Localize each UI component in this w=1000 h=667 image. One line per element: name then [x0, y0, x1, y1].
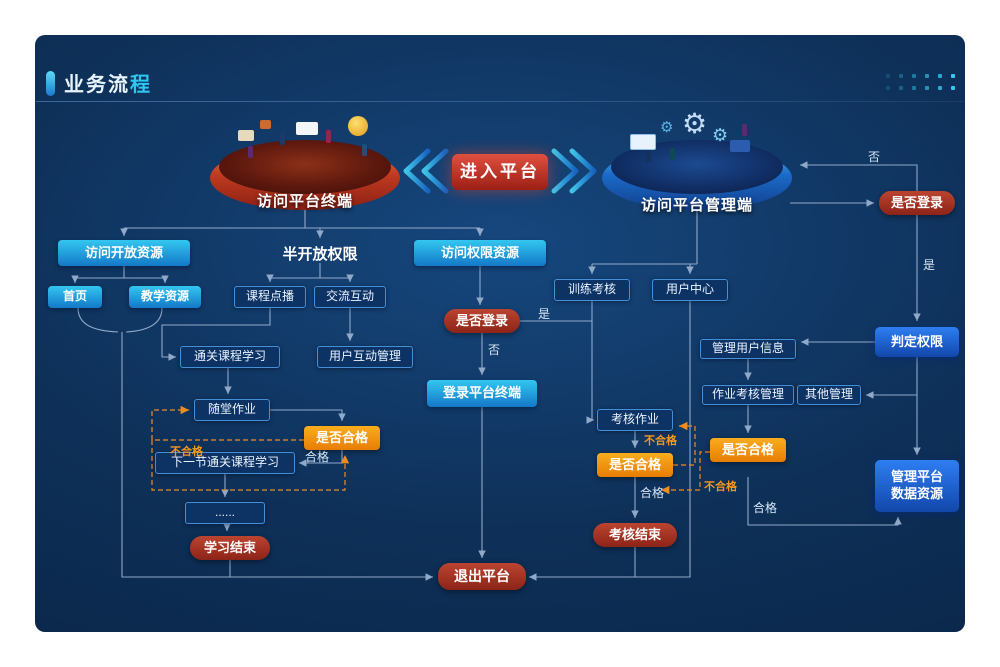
management-platform-label: 访问平台管理端 [640, 197, 753, 214]
gear-icon: ⚙ [712, 125, 729, 145]
decor-dot [938, 74, 942, 78]
coin-icon [348, 116, 368, 136]
node-login-check: 是否登录 [444, 309, 520, 333]
node-study-end: 学习结束 [190, 536, 270, 560]
node-exam-homework: 考核作业 [597, 409, 673, 431]
node-user-interaction-mgmt: 用户互动管理 [317, 346, 413, 368]
person-figure [248, 146, 253, 158]
node-exit-platform: 退出平台 [438, 563, 526, 590]
node-course-vod: 课程点播 [234, 286, 306, 308]
edge-label-no: 否 [868, 150, 881, 164]
edge-label-yes: 是 [923, 258, 936, 272]
page-title-main: 业务流 [64, 74, 130, 96]
decor-dot [925, 86, 929, 90]
edge-label-pass: 合格 [753, 501, 778, 515]
gear-icon: ⚙ [682, 108, 708, 139]
decor-dot [951, 86, 955, 90]
decor-dot [886, 74, 890, 78]
edge-label-fail: 不合格 [170, 446, 203, 458]
person-figure [670, 148, 675, 160]
decor-dot [912, 74, 916, 78]
node-teaching-resources: 教学资源 [129, 286, 201, 308]
edge-label-fail: 不合格 [644, 435, 677, 447]
node-interaction: 交流互动 [314, 286, 386, 308]
crate-icon [238, 130, 254, 141]
node-user-info-mgmt: 管理用户信息 [700, 339, 796, 359]
person-figure [742, 124, 747, 136]
node-user-center: 用户中心 [652, 279, 728, 301]
person-figure [280, 132, 285, 145]
node-open-resources: 访问开放资源 [58, 240, 190, 266]
edge-label-yes: 是 [538, 307, 551, 321]
whiteboard-icon [296, 122, 318, 135]
edge-label-pass: 合格 [305, 450, 330, 464]
decor-dot [925, 74, 929, 78]
node-homework-assessment-mgmt: 作业考核管理 [702, 385, 794, 405]
node-login-check-admin: 是否登录 [879, 191, 955, 215]
decor-dot [899, 86, 903, 90]
node-qualified-check-3: 是否合格 [710, 438, 786, 462]
node-next-course: 下一节通关课程学习 [155, 452, 295, 474]
panel-background [35, 35, 965, 632]
node-homework: 随堂作业 [194, 399, 270, 421]
title-bullet-icon [46, 71, 55, 96]
node-exam-end: 考核结束 [593, 523, 677, 547]
node-training-assessment: 训练考核 [554, 279, 630, 301]
person-figure [326, 130, 331, 143]
panel-icon [730, 140, 750, 152]
screen-icon [630, 134, 656, 150]
decor-dot [886, 86, 890, 90]
edge-label-pass: 合格 [640, 486, 665, 500]
node-semi-open-permission: 半开放权限 [282, 246, 358, 263]
node-other-mgmt: 其他管理 [797, 385, 861, 405]
node-permission-resources: 访问权限资源 [414, 240, 546, 266]
node-qualified-check-1: 是否合格 [304, 426, 380, 450]
decor-dot [951, 74, 955, 78]
node-home: 首页 [48, 286, 102, 308]
terminal-platform-illustration: 访问平台终端 [210, 116, 400, 222]
decor-dot [899, 74, 903, 78]
person-figure [646, 150, 651, 162]
crate-icon [260, 120, 271, 129]
person-figure [362, 144, 367, 156]
node-judge-permission: 判定权限 [875, 327, 959, 357]
page-title-accent: 程 [130, 74, 152, 96]
page-title: 业务流程 [64, 68, 152, 97]
node-qualified-check-2: 是否合格 [597, 453, 673, 477]
terminal-platform-label: 访问平台终端 [256, 193, 353, 210]
decor-dots [886, 74, 958, 90]
edge-label-fail: 不合格 [704, 481, 737, 493]
node-data-resources-mgmt: 管理平台数据资源 [875, 460, 959, 512]
edge-label-no: 否 [488, 343, 501, 357]
enter-platform-button: 进入平台 [452, 154, 548, 190]
gear-icon: ⚙ [660, 119, 674, 136]
node-pass-course: 通关课程学习 [180, 346, 280, 368]
node-login-terminal: 登录平台终端 [427, 380, 537, 407]
decor-dot [938, 86, 942, 90]
header-divider [36, 101, 964, 102]
management-platform-illustration: ⚙ ⚙ ⚙ 访问平台管理端 [602, 110, 792, 222]
decor-dot [912, 86, 916, 90]
node-ellipsis: ...... [185, 502, 265, 524]
